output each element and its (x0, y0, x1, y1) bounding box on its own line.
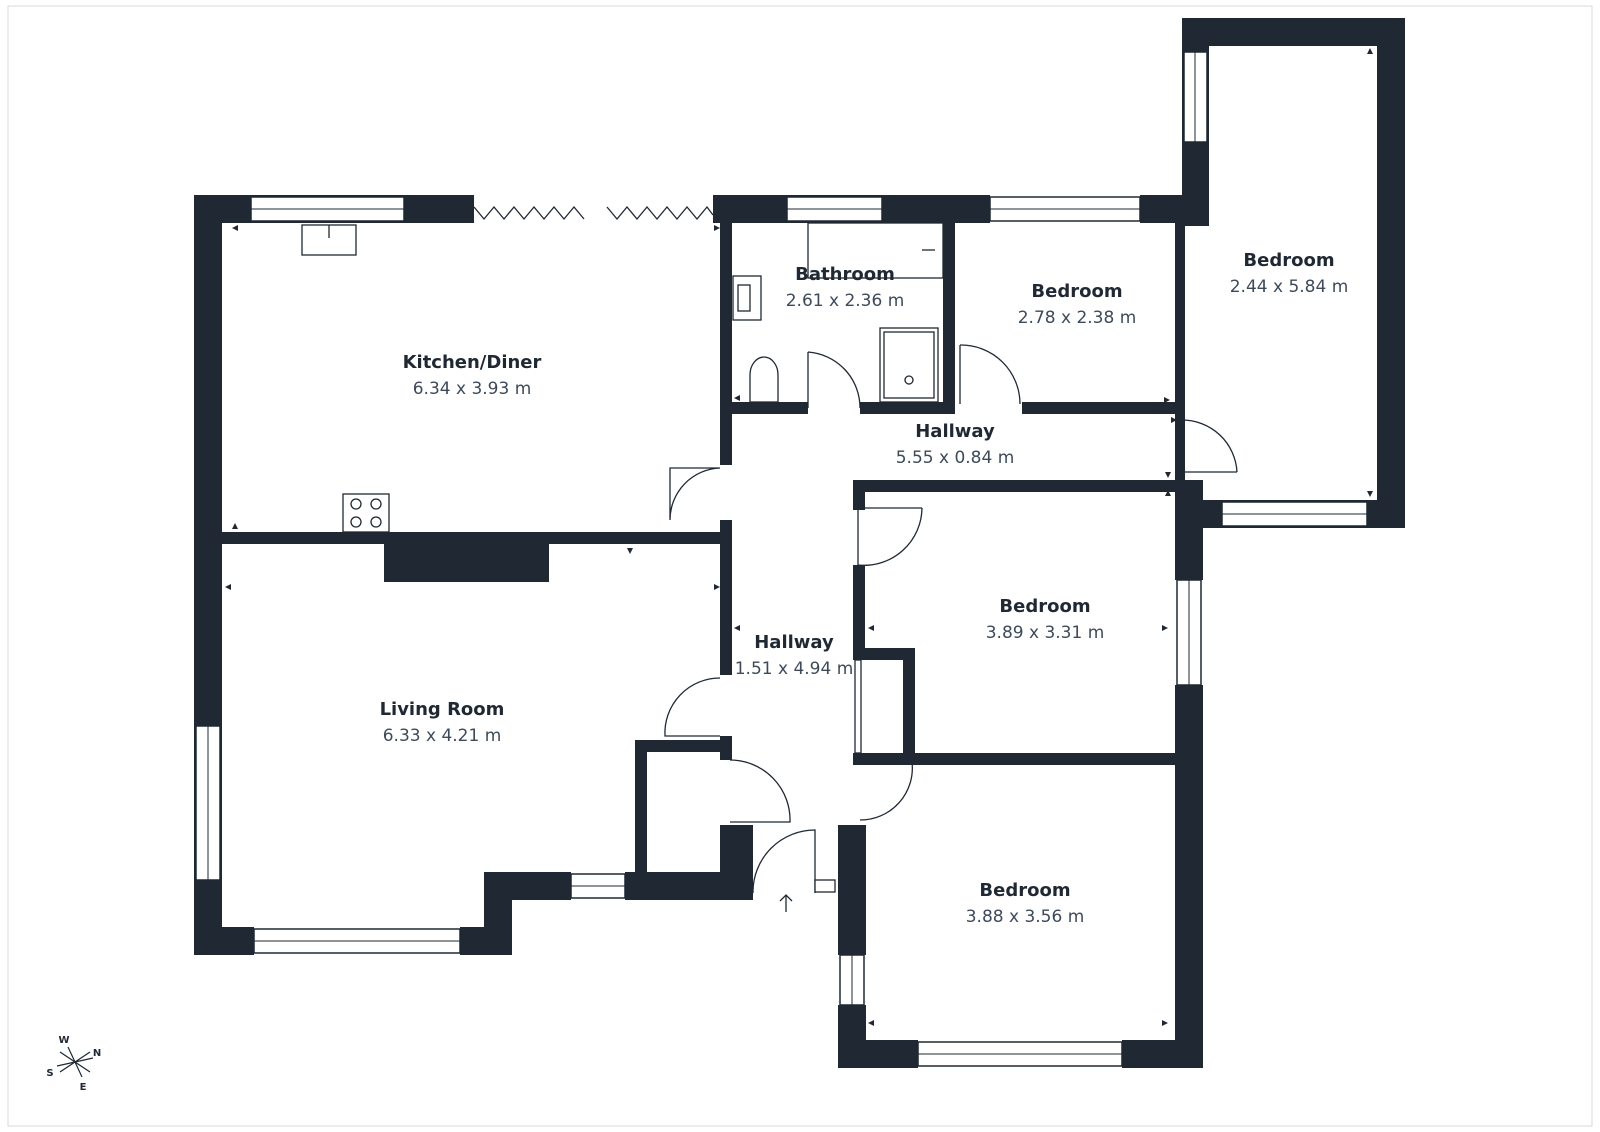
bedroom-long-dims: 2.44 x 5.84 m (1230, 277, 1349, 297)
bedroom-mid-name: Bedroom (999, 596, 1090, 617)
compass-icon: W N S E (46, 1035, 101, 1093)
bedroom-mid-dims: 3.89 x 3.31 m (986, 623, 1105, 643)
bifold-doors (473, 205, 714, 221)
bedroom-front-name: Bedroom (979, 880, 1070, 901)
living-room-dims: 6.33 x 4.21 m (383, 726, 502, 746)
bedroom-long-name: Bedroom (1243, 250, 1334, 271)
compass-e: E (80, 1082, 87, 1093)
doors (664, 344, 1238, 894)
hallway-main-dims: 1.51 x 4.94 m (735, 659, 854, 679)
hob-icon (342, 493, 390, 533)
living-room-name: Living Room (380, 699, 505, 720)
windows (195, 51, 1368, 1067)
compass-w: W (58, 1035, 69, 1046)
page-frame (7, 5, 1593, 1127)
hallway-upper-name: Hallway (915, 421, 995, 442)
entrance-arrow-icon (779, 894, 793, 912)
walls (194, 18, 1405, 1068)
kitchen-dims: 6.34 x 3.93 m (413, 379, 532, 399)
room-labels: Kitchen/Diner 6.34 x 3.93 m Bathroom 2.6… (380, 250, 1349, 927)
fixtures (301, 222, 944, 533)
hallway-main-name: Hallway (754, 632, 834, 653)
hallway-upper-dims: 5.55 x 0.84 m (896, 448, 1015, 468)
bedroom-front-dims: 3.88 x 3.56 m (966, 907, 1085, 927)
bedroom-small-dims: 2.78 x 2.38 m (1018, 308, 1137, 328)
bathroom-dims: 2.61 x 2.36 m (786, 291, 905, 311)
bath-icon (807, 222, 944, 279)
bathroom-name: Bathroom (795, 264, 895, 285)
kitchen-name: Kitchen/Diner (403, 352, 542, 373)
bedroom-small-name: Bedroom (1031, 281, 1122, 302)
dimension-ticks (225, 48, 1373, 1026)
compass-n: N (93, 1048, 101, 1059)
compass-s: S (46, 1068, 53, 1079)
toilet-icon (749, 356, 779, 403)
